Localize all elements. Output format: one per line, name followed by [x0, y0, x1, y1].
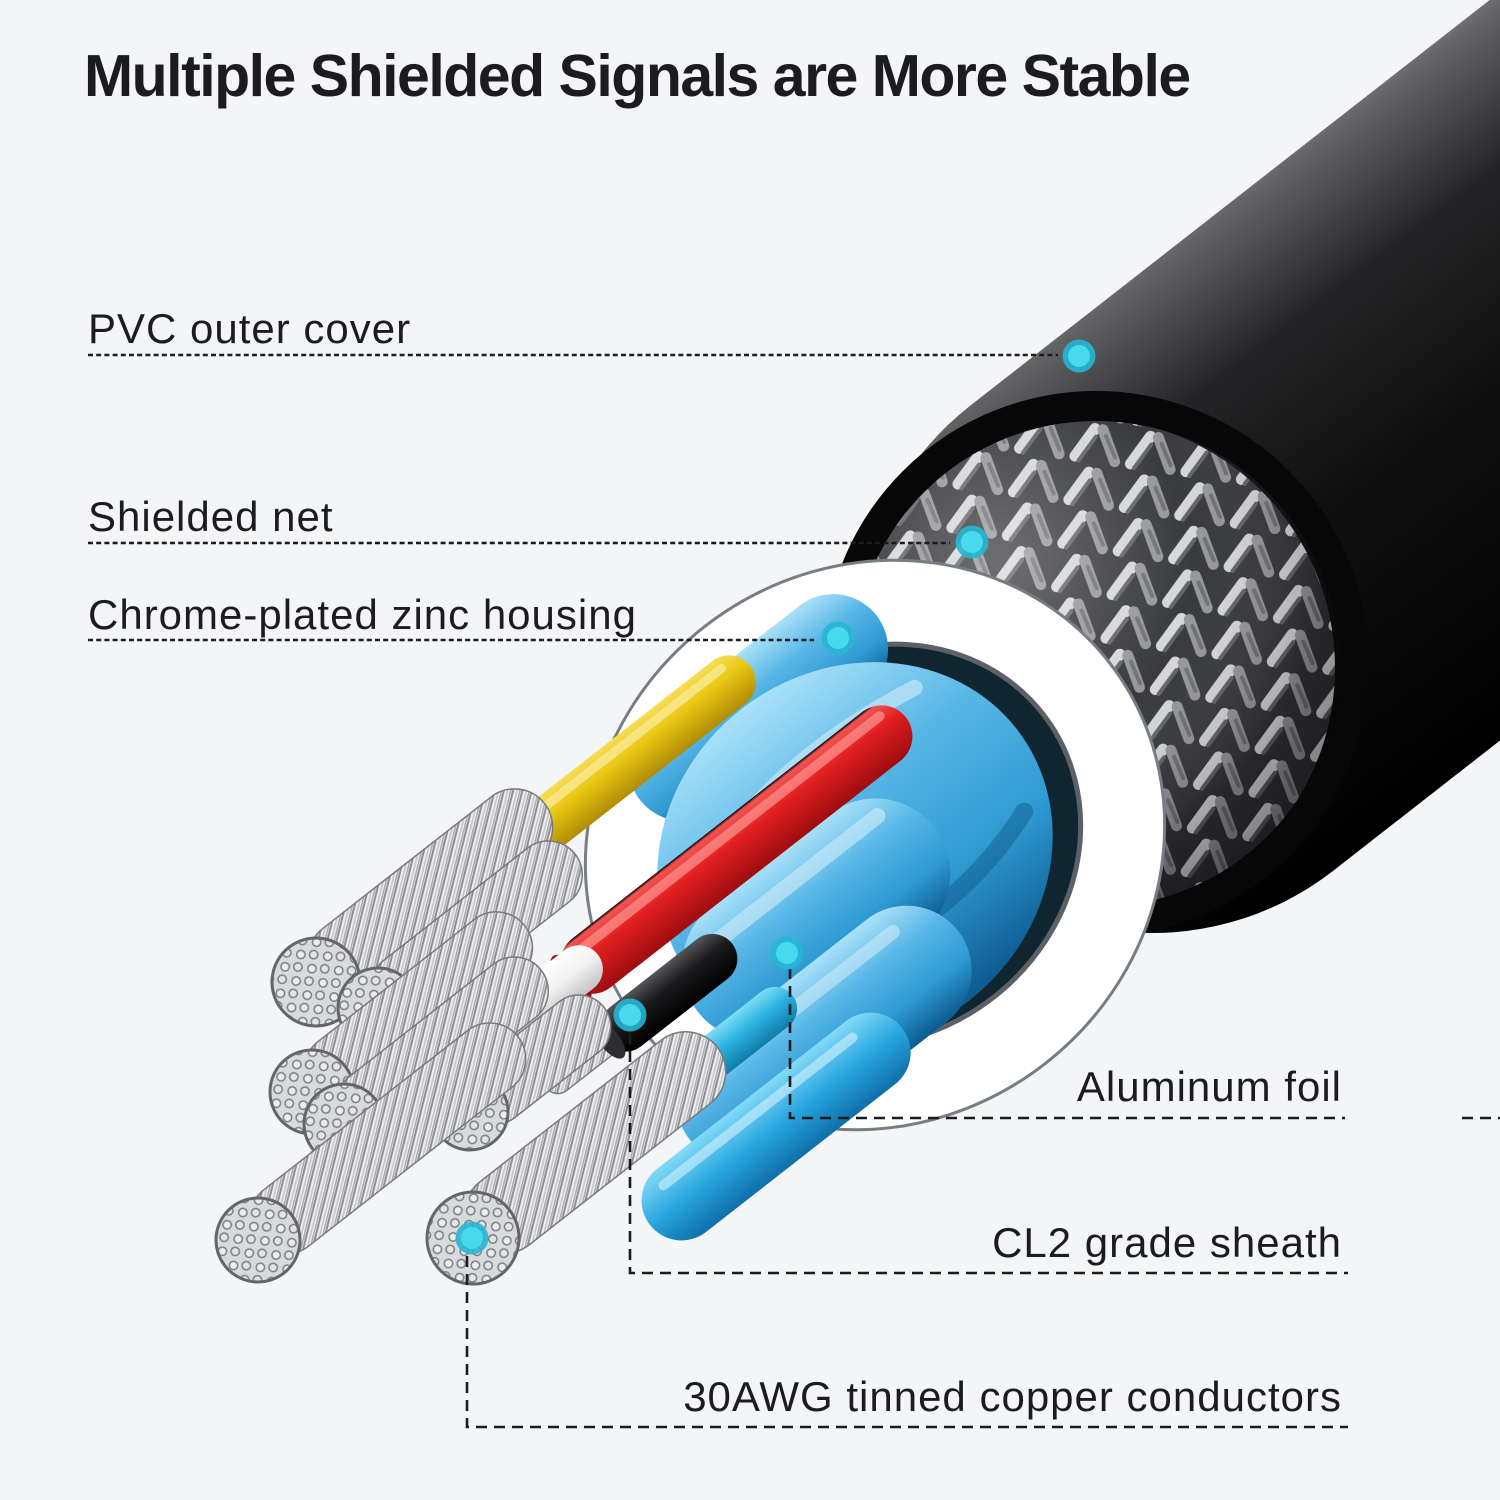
callout-dot-awg: [455, 1221, 489, 1255]
callout-dot-cl2: [613, 998, 647, 1032]
callout-label-cl2-grade-sheath: CL2 grade sheath: [992, 1219, 1342, 1266]
callout-dot-pvc: [1062, 339, 1096, 373]
callout-dots: [455, 339, 1096, 1255]
cable-art-group: [214, 0, 1500, 1286]
cl2-sheath-tube: [641, 1012, 911, 1241]
callout-label-zinc-housing: Chrome-plated zinc housing: [88, 591, 637, 638]
callout-dot-foil: [770, 936, 804, 970]
leader-line-cl2: [628, 1033, 1348, 1275]
leader-line-awg: [465, 1256, 1348, 1429]
callout-label-pvc-outer-cover: PVC outer cover: [88, 305, 412, 352]
callout-label-shielded-net: Shielded net: [88, 493, 334, 540]
leader-lines: [88, 353, 1500, 1429]
callout-label-copper-conductors: 30AWG tinned copper conductors: [683, 1373, 1342, 1420]
callout-dot-chrome: [821, 621, 855, 655]
leader-line-foil: [788, 968, 1345, 1120]
page-title: Multiple Shielded Signals are More Stabl…: [84, 43, 1191, 109]
copper-strand-bundle: [214, 1022, 527, 1284]
callout-label-aluminum-foil: Aluminum foil: [1076, 1063, 1342, 1110]
aluminum-foil-tube-main: [682, 798, 951, 1041]
callout-dot-shield: [955, 525, 989, 559]
